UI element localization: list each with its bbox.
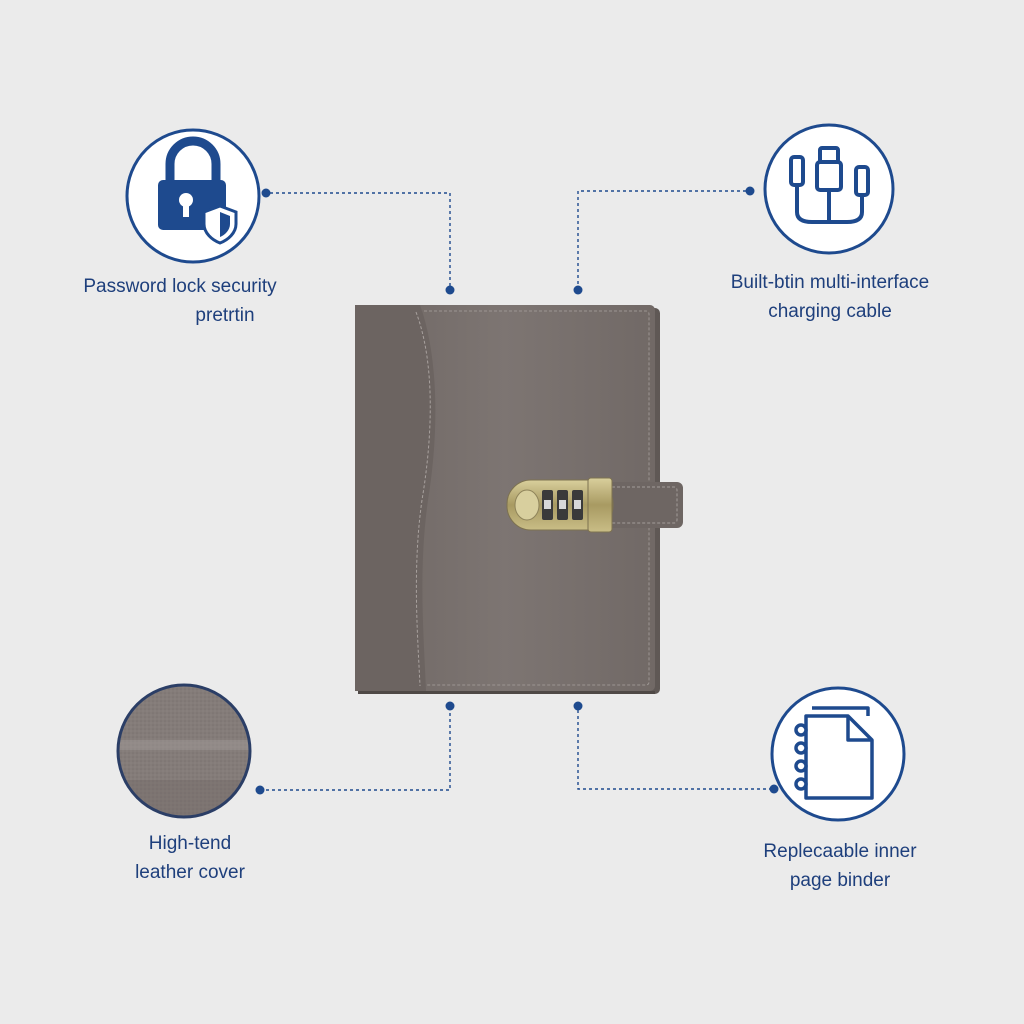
connector-lock — [264, 192, 451, 290]
leather-texture-swatch — [116, 683, 252, 819]
feature-label-line: Password lock security — [83, 276, 277, 297]
feature-label-page-binder: Replecaable inner page binder — [720, 837, 960, 895]
feature-label-leather-cover: High-tend leather cover — [70, 829, 310, 887]
feature-label-line: pretrtin — [195, 305, 255, 326]
feature-label-line: charging cable — [768, 301, 892, 322]
feature-label-password-lock: Password lock security pretrtin — [40, 272, 320, 330]
feature-label-charging-cable: Built-btin multi-interface charging cabl… — [690, 268, 970, 326]
cover-flap — [355, 305, 436, 691]
notebook — [355, 305, 683, 694]
combination-lock — [506, 477, 614, 533]
lock-strap — [598, 482, 683, 528]
connector-cable — [577, 190, 752, 290]
charging-cable-icon — [763, 123, 895, 255]
connector-binder — [577, 707, 772, 790]
connector-lines — [260, 190, 772, 791]
feature-label-line: Replecaable inner — [763, 841, 917, 862]
connector-leather — [260, 707, 451, 791]
ring-binder-page-icon — [770, 686, 906, 822]
feature-label-line: leather cover — [135, 862, 245, 883]
padlock-shield-icon — [125, 128, 261, 264]
feature-label-line: High-tend — [148, 833, 232, 854]
combination-dials — [542, 490, 583, 520]
feature-label-line: Built-btin multi-interface — [730, 272, 930, 293]
feature-label-line: page binder — [789, 870, 891, 891]
